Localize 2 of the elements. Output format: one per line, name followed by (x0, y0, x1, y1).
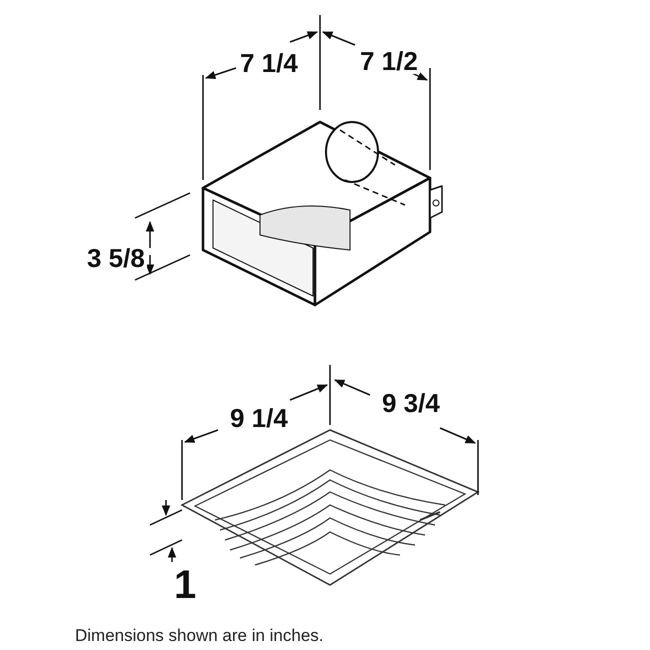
dimension-label: 7 1/2 (358, 48, 420, 74)
caption: Dimensions shown are in inches. (75, 626, 324, 646)
